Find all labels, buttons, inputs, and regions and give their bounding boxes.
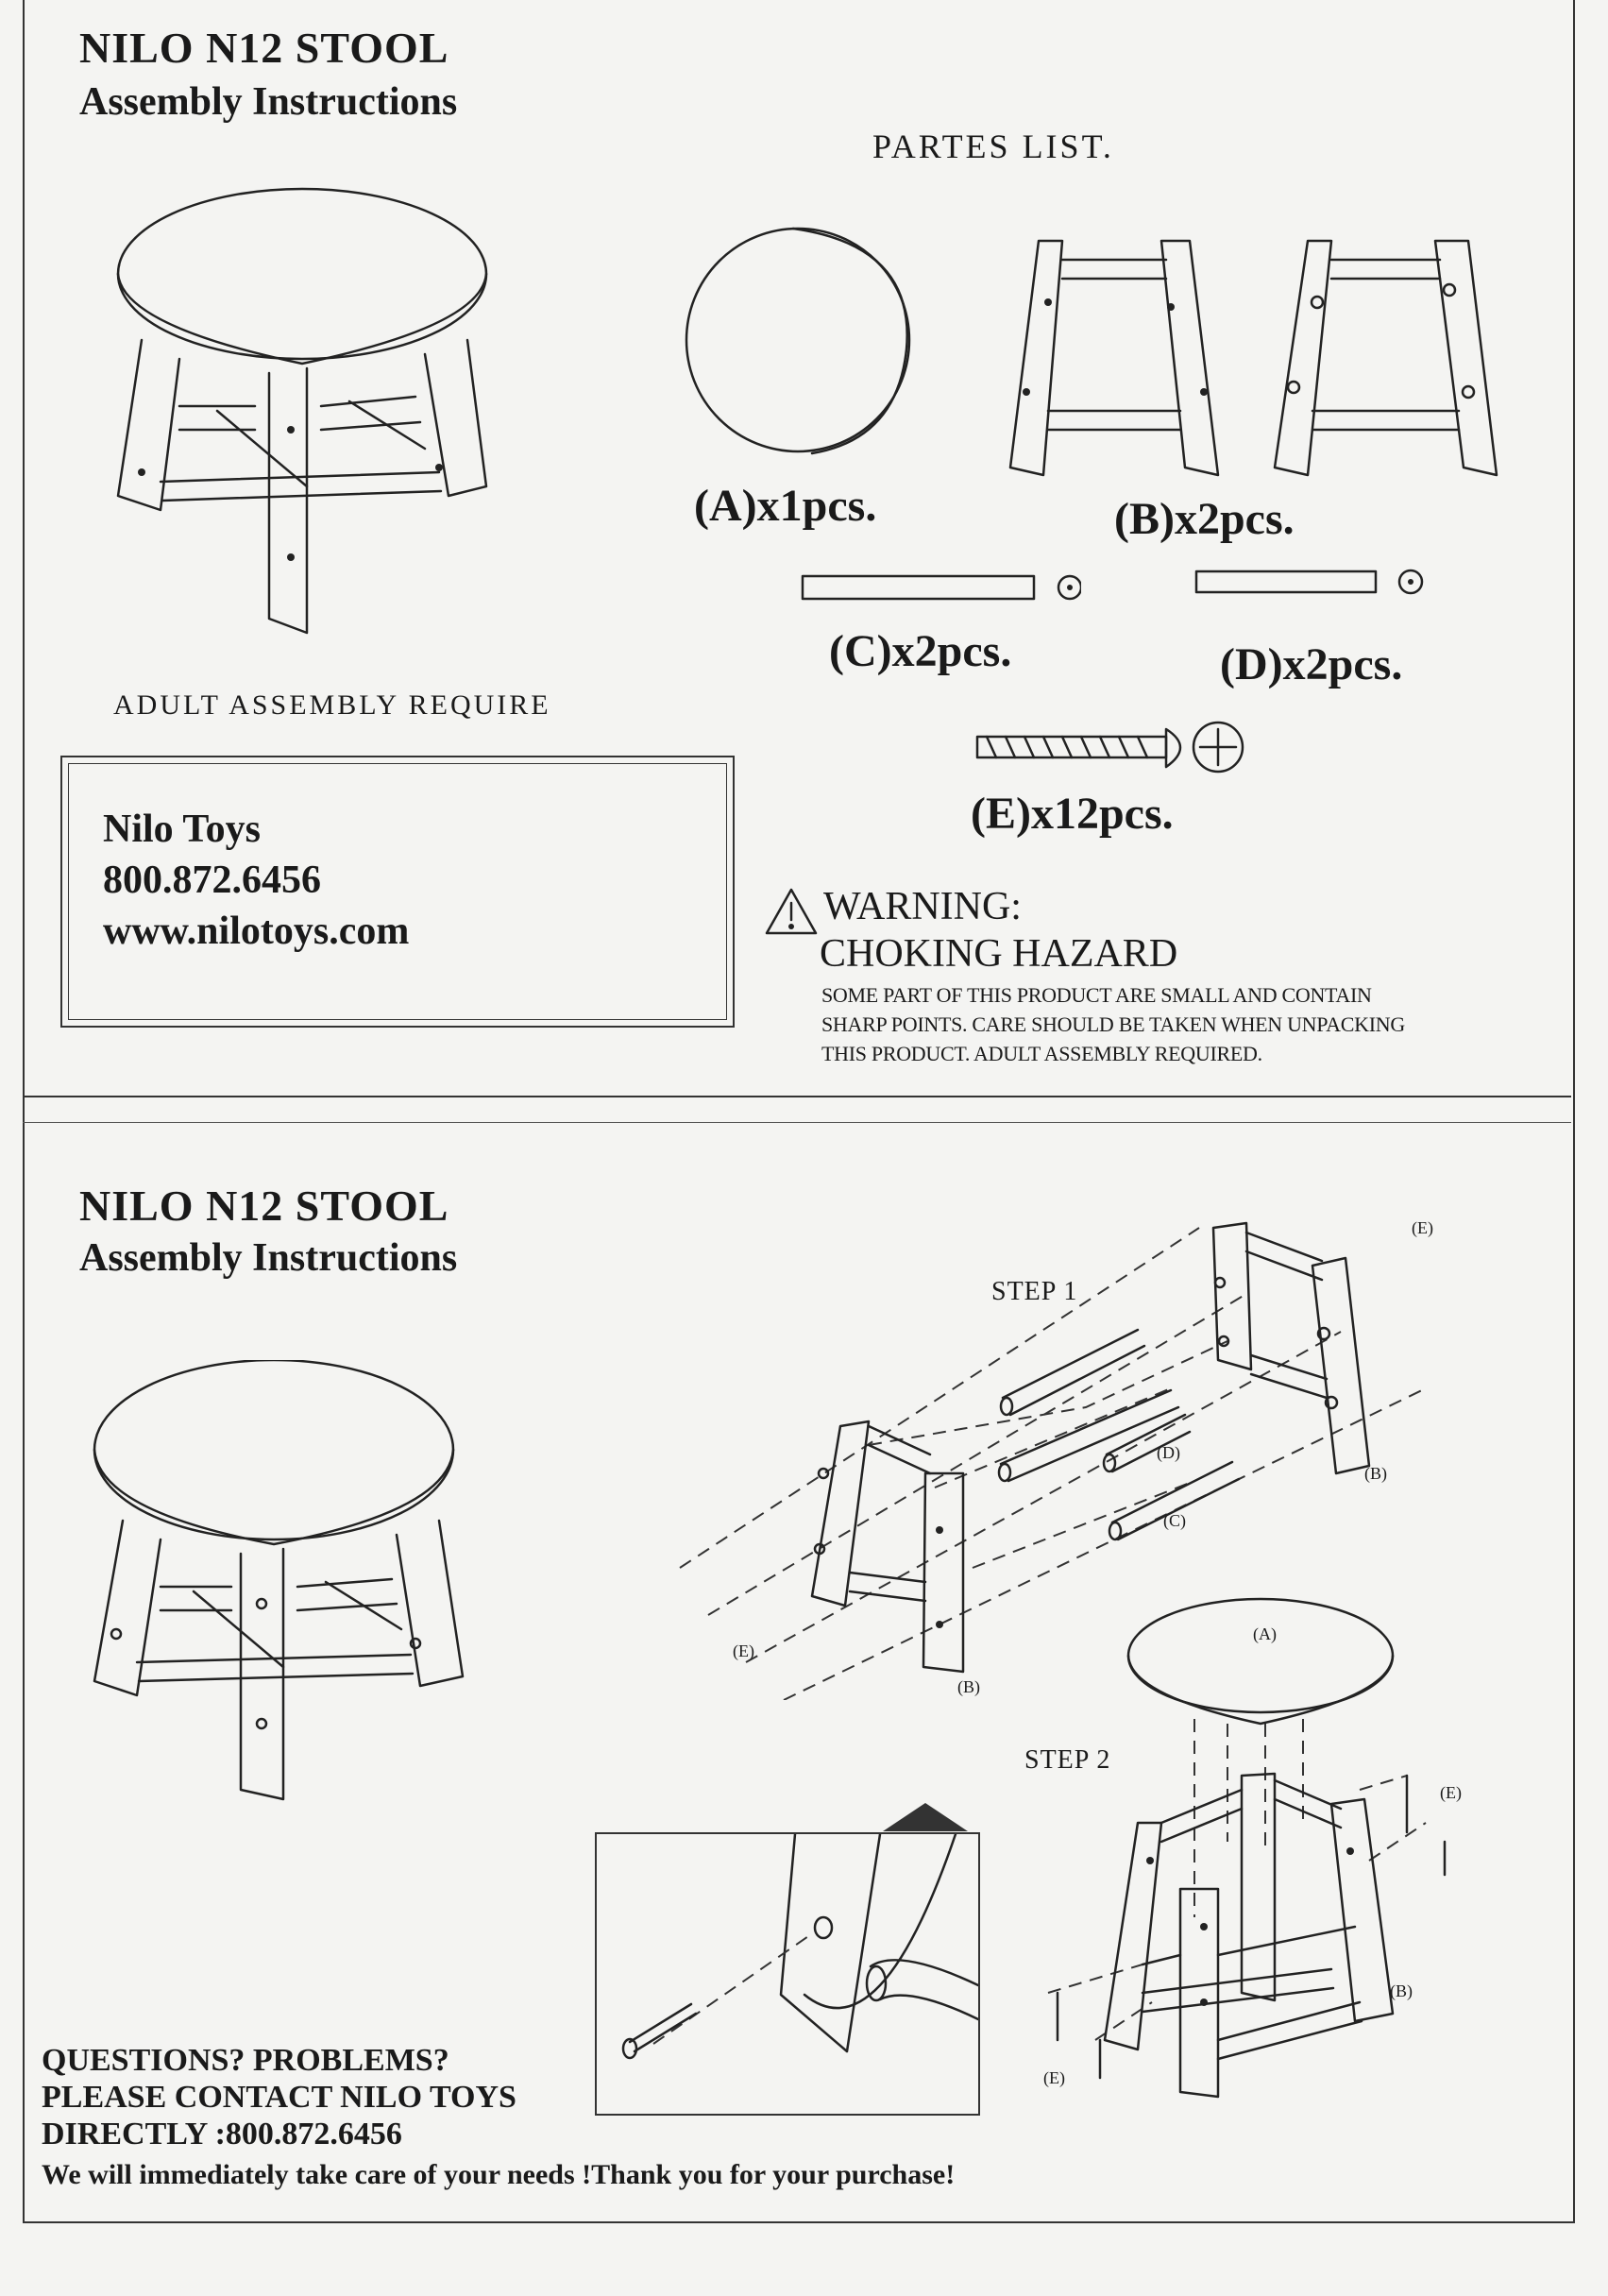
step-1-label-e-top: (E) bbox=[1412, 1218, 1433, 1237]
part-d-label: (D)x2pcs. bbox=[1220, 639, 1403, 689]
contact-company: Nilo Toys bbox=[103, 808, 261, 851]
detail-inset-box bbox=[595, 1832, 980, 2116]
warning-line-2: SHARP POINTS. CARE SHOULD BE TAKEN WHEN … bbox=[821, 1012, 1405, 1036]
step-2-label-e-right: (E) bbox=[1440, 1783, 1462, 1802]
part-d-rung-drawing bbox=[1194, 569, 1424, 595]
step-2-label-a: (A) bbox=[1253, 1624, 1277, 1643]
warning-title: WARNING: bbox=[823, 885, 1022, 928]
part-a-seat-drawing bbox=[685, 227, 911, 455]
stool-illustration-bottom bbox=[93, 1360, 465, 1801]
arrow-up-icon bbox=[883, 1803, 968, 1831]
bottom-subtitle: Assembly Instructions bbox=[79, 1236, 458, 1280]
footer-question-line-2: PLEASE CONTACT NILO TOYS bbox=[42, 2080, 516, 2115]
part-c-label: (C)x2pcs. bbox=[829, 626, 1012, 676]
warning-triangle-icon bbox=[765, 888, 818, 935]
step-1-label-c: (C) bbox=[1163, 1511, 1186, 1530]
stool-illustration-top bbox=[116, 187, 488, 635]
adult-assembly-note: ADULT ASSEMBLY REQUIRE bbox=[113, 689, 551, 721]
step-2-label-b: (B) bbox=[1390, 1981, 1413, 2000]
fold-line-lower bbox=[23, 1122, 1571, 1123]
part-b-frame-drawing bbox=[1008, 239, 1498, 477]
top-title: NILO N12 STOOL bbox=[79, 24, 449, 72]
step-2-assembly-diagram bbox=[1047, 1719, 1447, 2099]
step-2-seat-drawing bbox=[1126, 1597, 1395, 1726]
screw-detail-drawing bbox=[621, 1832, 980, 2060]
footer-question-line-1: QUESTIONS? PROBLEMS? bbox=[42, 2043, 449, 2078]
contact-phone: 800.872.6456 bbox=[103, 859, 321, 902]
footer-thanks: We will immediately take care of your ne… bbox=[42, 2159, 956, 2190]
bottom-title: NILO N12 STOOL bbox=[79, 1182, 449, 1230]
contact-box: Nilo Toys 800.872.6456 www.nilotoys.com bbox=[60, 756, 735, 1028]
step-2-label-e-left: (E) bbox=[1043, 2068, 1065, 2087]
step-2-label: STEP 2 bbox=[1024, 1745, 1111, 1775]
step-1-label-e-left: (E) bbox=[733, 1641, 754, 1660]
step-1-label-b-right: (B) bbox=[1364, 1464, 1387, 1483]
part-e-screw-drawing bbox=[975, 721, 1244, 774]
part-e-label: (E)x12pcs. bbox=[971, 789, 1174, 839]
fold-line bbox=[23, 1096, 1571, 1097]
part-a-label: (A)x1pcs. bbox=[694, 481, 877, 531]
parts-list-heading: PARTES LIST. bbox=[872, 128, 1114, 165]
warning-line-1: SOME PART OF THIS PRODUCT ARE SMALL AND … bbox=[821, 983, 1372, 1007]
instruction-sheet bbox=[23, 0, 1575, 2223]
warning-hazard: CHOKING HAZARD bbox=[820, 932, 1178, 976]
part-c-rung-drawing bbox=[801, 574, 1081, 601]
footer-question-line-3: DIRECTLY :800.872.6456 bbox=[42, 2117, 402, 2151]
part-b-label: (B)x2pcs. bbox=[1114, 494, 1295, 544]
top-subtitle: Assembly Instructions bbox=[79, 80, 458, 124]
step-1-label: STEP 1 bbox=[991, 1277, 1078, 1306]
contact-website: www.nilotoys.com bbox=[103, 910, 410, 953]
step-1-exploded-diagram bbox=[679, 1221, 1427, 1700]
warning-line-3: THIS PRODUCT. ADULT ASSEMBLY REQUIRED. bbox=[821, 1042, 1262, 1065]
step-1-label-b-left: (B) bbox=[957, 1677, 980, 1696]
step-1-label-d: (D) bbox=[1157, 1443, 1180, 1462]
